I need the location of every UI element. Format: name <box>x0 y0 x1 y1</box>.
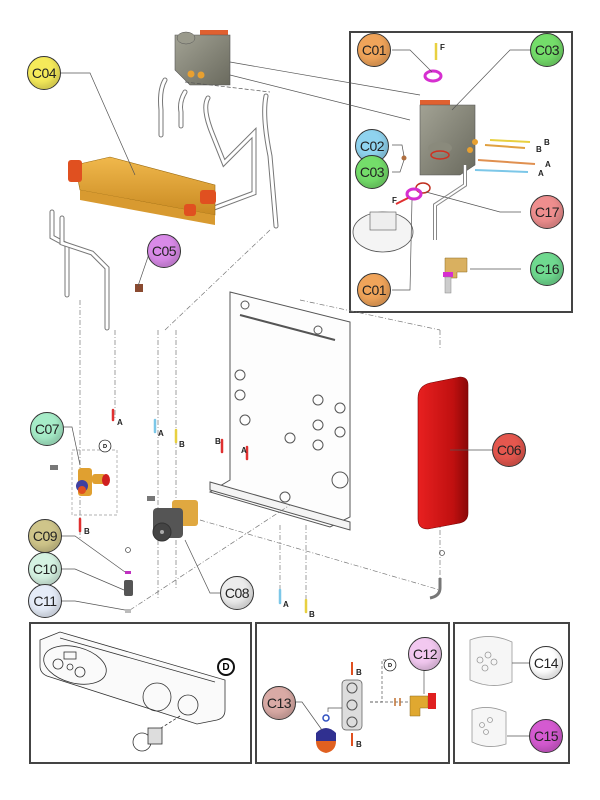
callout-c13[interactable]: C13 <box>262 686 296 720</box>
callout-c08[interactable]: C08 <box>220 576 254 610</box>
gas-valve-detail <box>352 43 536 294</box>
callout-c15[interactable]: C15 <box>529 719 563 753</box>
valve-group-c07 <box>50 449 118 516</box>
callout-c12[interactable]: C12 <box>408 637 442 671</box>
callout-c06[interactable]: C06 <box>492 433 526 467</box>
safety-valve-drawing <box>316 659 436 753</box>
marker-f-top: F <box>440 43 445 52</box>
marker-b-safety-top: B <box>356 668 362 677</box>
marker-d-safety: D <box>383 658 397 672</box>
leader-c04 <box>61 72 136 176</box>
sensor-part-c05 <box>135 284 143 292</box>
callout-c11[interactable]: C11 <box>28 584 62 618</box>
marker-d-control-panel: D <box>217 658 235 676</box>
leader-c09 <box>60 535 126 573</box>
marker-b-safety-bottom: B <box>356 740 362 749</box>
expansion-vessel <box>417 376 469 600</box>
callout-c03-lower[interactable]: C03 <box>355 155 389 189</box>
marker-a-detail-2: A <box>538 169 544 178</box>
callout-c01-lower[interactable]: C01 <box>357 273 391 307</box>
marker-a-bottom: A <box>283 600 289 609</box>
panel-insulation-frame <box>453 622 570 764</box>
marker-a-detail-1: A <box>545 160 551 169</box>
pipe-arrow-markers <box>78 408 308 614</box>
marker-a-mid: A <box>158 429 164 438</box>
insulation-drawing <box>469 636 513 747</box>
marker-b-bottom: B <box>309 610 315 619</box>
callout-c05[interactable]: C05 <box>147 234 181 268</box>
seal-c01-upper <box>423 69 443 83</box>
marker-b-detail-1: B <box>544 138 550 147</box>
callout-c01-upper[interactable]: C01 <box>357 33 391 67</box>
callout-c09[interactable]: C09 <box>28 519 62 553</box>
callout-c10[interactable]: C10 <box>28 552 62 586</box>
marker-f-fan: F <box>392 196 397 205</box>
marker-a-left: A <box>117 418 123 427</box>
marker-b-c07: B <box>84 527 90 536</box>
pump-c08 <box>147 496 198 542</box>
routing-lines <box>79 229 441 611</box>
gas-valve-main <box>174 30 231 86</box>
leader-c08 <box>184 539 220 594</box>
small-fittings <box>124 547 133 613</box>
leader-c07 <box>60 426 81 466</box>
callout-c04[interactable]: C04 <box>27 56 61 90</box>
seal-c01-lower <box>405 187 423 201</box>
callout-c07[interactable]: C07 <box>30 412 64 446</box>
marker-d-c07: D <box>98 439 112 453</box>
panel-safety-frame <box>255 622 450 764</box>
leader-lines-valve <box>184 61 421 121</box>
pipework-upper <box>49 77 279 331</box>
leader-c10 <box>60 568 125 591</box>
chassis-frame <box>208 291 351 531</box>
detail-panel-gas-valve <box>349 31 573 313</box>
panel-control-frame <box>29 622 252 764</box>
marker-b-chassis: B <box>215 437 221 446</box>
callout-c03-upper[interactable]: C03 <box>530 33 564 67</box>
callout-c14[interactable]: C14 <box>529 646 563 680</box>
leader-lines-detail <box>392 49 535 291</box>
control-panel-drawing <box>39 631 226 752</box>
callout-c17[interactable]: C17 <box>530 195 564 229</box>
leader-c13 <box>292 701 323 731</box>
marker-a-chassis: A <box>241 446 247 455</box>
marker-b-mid: B <box>179 440 185 449</box>
heat-exchanger <box>68 156 216 225</box>
leader-c11 <box>60 600 126 611</box>
marker-b-detail-2: B <box>536 145 542 154</box>
callout-c16[interactable]: C16 <box>530 252 564 286</box>
